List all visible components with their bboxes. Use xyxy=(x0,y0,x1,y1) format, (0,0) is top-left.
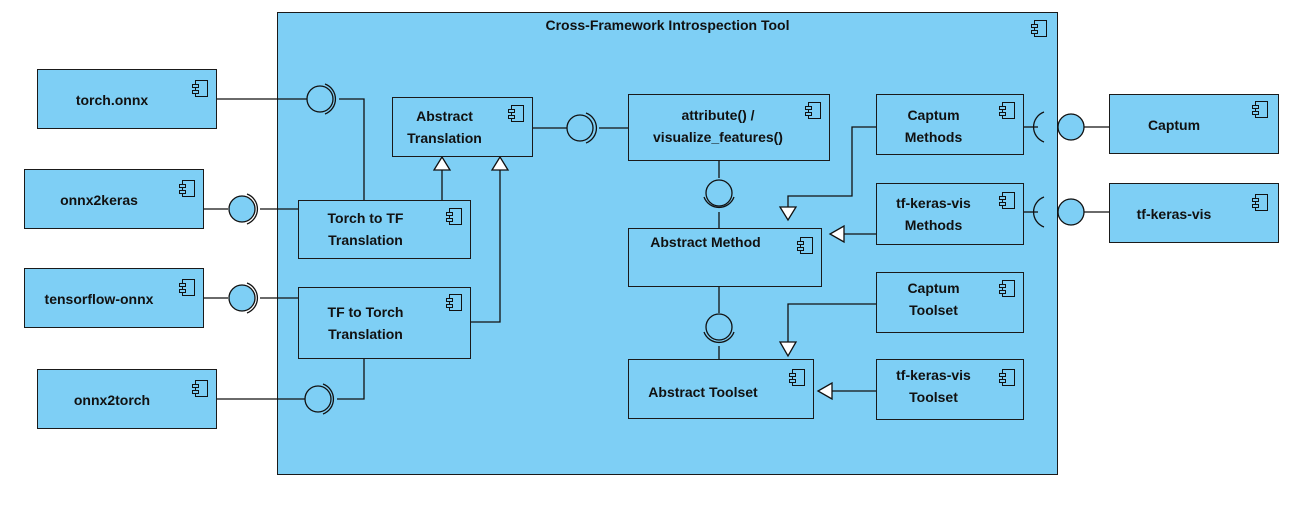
component-icon xyxy=(1031,20,1047,37)
component-icon xyxy=(179,180,195,197)
tensorflow-onnx-label: tensorflow-onnx xyxy=(44,291,154,307)
captum-methods-component xyxy=(876,94,1024,155)
torch-to-tf-label: Torch to TF Translation xyxy=(327,210,404,248)
component-icon xyxy=(179,279,195,296)
component-icon xyxy=(999,192,1015,209)
captum-component xyxy=(1109,94,1279,154)
container-title: Cross-Framework Introspection Tool xyxy=(545,17,790,33)
component-icon xyxy=(789,369,805,386)
tf-keras-vis-label: tf-keras-vis xyxy=(1136,206,1212,222)
attribute-label: attribute() / visualize_features() xyxy=(653,107,783,145)
abstract-toolset-label: Abstract Toolset xyxy=(648,384,758,400)
captum-label: Captum xyxy=(1147,117,1201,133)
abstract-translation-label: Abstract Translation xyxy=(407,108,482,146)
tf-keras-vis-methods-label: tf-keras-vis Methods xyxy=(896,195,971,233)
component-icon xyxy=(508,105,524,122)
component-icon xyxy=(999,102,1015,119)
tf-keras-vis-methods-component xyxy=(876,183,1024,245)
component-icon xyxy=(1252,194,1268,211)
attribute-component xyxy=(628,94,830,161)
captum-toolset-label: Captum Toolset xyxy=(907,280,960,318)
torch-onnx-label: torch.onnx xyxy=(75,92,149,108)
component-icon xyxy=(805,102,821,119)
onnx2keras-label: onnx2keras xyxy=(60,192,138,208)
tf-keras-vis-component xyxy=(1109,183,1279,243)
onnx2keras-component xyxy=(24,169,204,229)
component-icon xyxy=(192,380,208,397)
tf-to-torch-label: TF to Torch Translation xyxy=(327,304,404,342)
component-icon xyxy=(446,208,462,225)
torch-onnx-component xyxy=(37,69,217,129)
component-icon xyxy=(999,280,1015,297)
abstract-translation-component xyxy=(392,97,533,157)
tf-to-torch-component xyxy=(298,287,471,359)
tf-keras-vis-toolset-component xyxy=(876,359,1024,420)
component-icon xyxy=(999,369,1015,386)
captum-methods-label: Captum Methods xyxy=(904,107,963,145)
abstract-method-component xyxy=(628,228,822,287)
tf-keras-vis-toolset-label: tf-keras-vis Toolset xyxy=(896,367,971,405)
component-icon xyxy=(446,294,462,311)
component-icon xyxy=(192,80,208,97)
abstract-toolset-component xyxy=(628,359,814,419)
captum-toolset-component xyxy=(876,272,1024,333)
tensorflow-onnx-component xyxy=(24,268,204,328)
onnx2torch-label: onnx2torch xyxy=(73,392,151,408)
onnx2torch-component xyxy=(37,369,217,429)
component-icon xyxy=(797,237,813,254)
torch-to-tf-component xyxy=(298,200,471,259)
component-icon xyxy=(1252,101,1268,118)
abstract-method-label: Abstract Method xyxy=(650,234,761,250)
